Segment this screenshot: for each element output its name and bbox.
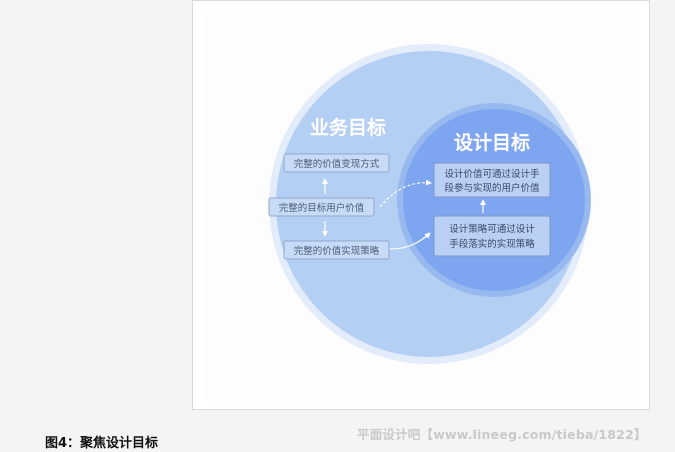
left-box-1-label: 完整的价值变现方式 — [294, 158, 380, 170]
right-box-2-line-2: 手段落实的实现策略 — [449, 238, 535, 250]
arrow-solid-curve — [389, 232, 431, 250]
outer-title: 业务目标 — [310, 116, 386, 139]
inner-title: 设计目标 — [454, 132, 530, 154]
left-box-3: 完整的价值实现策略 — [283, 240, 390, 260]
right-box-1: 设计价值可通过设计手 段参与实现的用户价值 — [433, 162, 551, 198]
right-box-1-line-1: 设计价值可通过设计手 — [444, 168, 540, 180]
left-box-2: 完整的目标用户价值 — [268, 197, 375, 217]
watermark-text: 平面设计吧【www.lineeg.com/tieba/1822】 — [357, 427, 647, 442]
right-box-2-line-1: 设计策略可通过设计 — [449, 223, 535, 235]
left-box-3-label: 完整的价值实现策略 — [294, 245, 380, 257]
right-box-2: 设计策略可通过设计 手段落实的实现策略 — [433, 215, 551, 257]
arrow-dashed-curve — [379, 179, 432, 208]
left-box-2-label: 完整的目标用户价值 — [279, 202, 365, 214]
venn-diagram: 业务目标 设计目标 完整的价值变现方式 完整的目标用户价值 完整的价值实现策略 … — [268, 44, 591, 364]
figure-caption: 图4：聚焦设计目标 — [45, 436, 159, 451]
right-box-1-line-2: 段参与实现的用户价值 — [444, 182, 540, 194]
left-box-1: 完整的价值变现方式 — [283, 153, 390, 173]
figure-frame: 业务目标 设计目标 完整的价值变现方式 完整的目标用户价值 完整的价值实现策略 … — [192, 0, 650, 410]
diagram-canvas: 业务目标 设计目标 完整的价值变现方式 完整的目标用户价值 完整的价值实现策略 … — [203, 11, 640, 401]
